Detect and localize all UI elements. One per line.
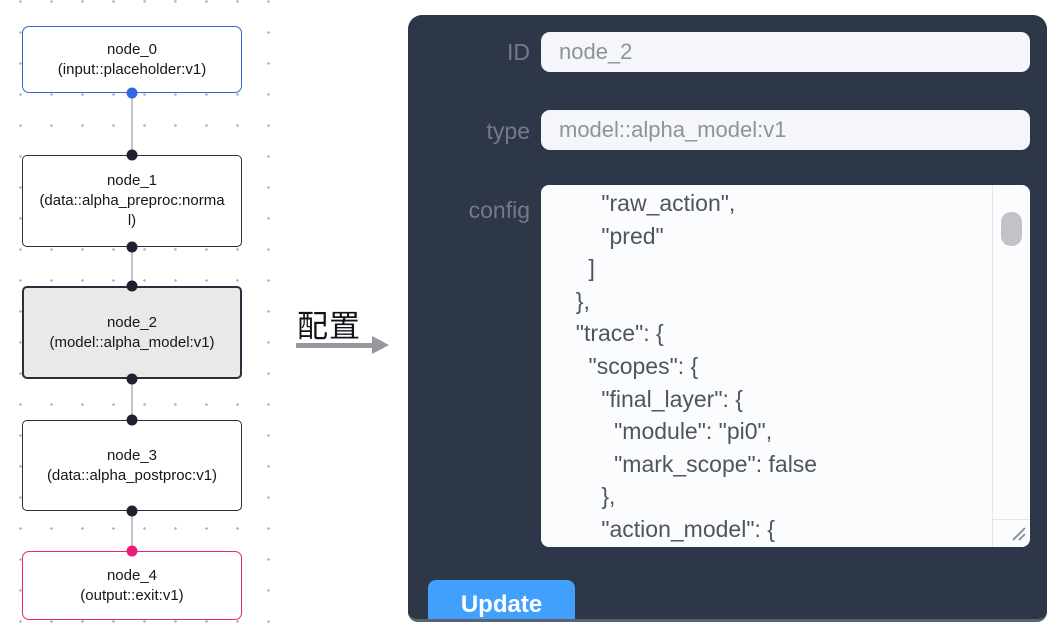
node-id-label: node_1 — [106, 172, 158, 189]
update-button[interactable]: Update — [428, 580, 575, 619]
configure-annotation-label: 配置 — [297, 309, 361, 344]
type-input[interactable] — [541, 110, 1030, 150]
port-node3-out[interactable] — [126, 505, 138, 517]
config-panel: ID type config "raw_action", "pred" ] },… — [408, 15, 1047, 622]
port-node2-in[interactable] — [126, 280, 138, 292]
graph-node-node_4[interactable]: node_4 (output::exit:v1) — [22, 551, 242, 620]
graph-canvas[interactable]: node_0 (input::placeholder:v1) node_1 (d… — [0, 0, 286, 643]
edge-node3-node4 — [131, 511, 133, 551]
port-node1-out[interactable] — [126, 241, 138, 253]
node-type-label: (data::alpha_postproc:v1) — [46, 466, 218, 484]
config-textarea[interactable]: "raw_action", "pred" ] }, "trace": { "sc… — [541, 185, 1030, 547]
edge-node0-node1 — [131, 93, 133, 155]
type-field-label: type — [486, 118, 530, 144]
node-type-label: (data::alpha_preproc:normal) — [39, 192, 225, 229]
arrow-icon — [296, 343, 374, 348]
edge-node1-node2 — [131, 247, 133, 286]
port-node4-in[interactable] — [126, 545, 138, 557]
port-node3-in[interactable] — [126, 414, 138, 426]
id-input[interactable] — [541, 32, 1030, 72]
node-type-label: (model::alpha_model:v1) — [49, 333, 215, 351]
arrow-head-icon — [372, 336, 389, 354]
node-id-label: node_2 — [106, 313, 158, 331]
graph-node-node_2-selected[interactable]: node_2 (model::alpha_model:v1) — [22, 286, 242, 379]
scrollbar-track-divider — [992, 185, 993, 547]
node-id-label: node_4 — [106, 566, 158, 584]
id-field-label: ID — [507, 39, 530, 65]
port-node2-out[interactable] — [126, 373, 138, 385]
config-field-label: config — [468, 197, 530, 223]
edge-node2-node3 — [131, 379, 133, 420]
node-type-label: (output::exit:v1) — [80, 586, 184, 604]
scrollbar-corner-divider — [993, 519, 1030, 520]
node-id-label: node_3 — [106, 446, 158, 464]
graph-node-node_0[interactable]: node_0 (input::placeholder:v1) — [22, 26, 242, 93]
resize-handle-icon[interactable] — [1010, 525, 1027, 542]
graph-node-node_1[interactable]: node_1 (data::alpha_preproc:normal) — [22, 155, 242, 247]
node-id-label: node_0 — [106, 40, 158, 58]
scrollbar-thumb[interactable] — [1001, 212, 1022, 246]
node-type-label: (input::placeholder:v1) — [57, 60, 207, 78]
port-node1-in[interactable] — [126, 149, 138, 161]
port-node0-out[interactable] — [126, 87, 138, 99]
config-json-text: "raw_action", "pred" ] }, "trace": { "sc… — [575, 190, 818, 542]
graph-node-node_3[interactable]: node_3 (data::alpha_postproc:v1) — [22, 420, 242, 511]
